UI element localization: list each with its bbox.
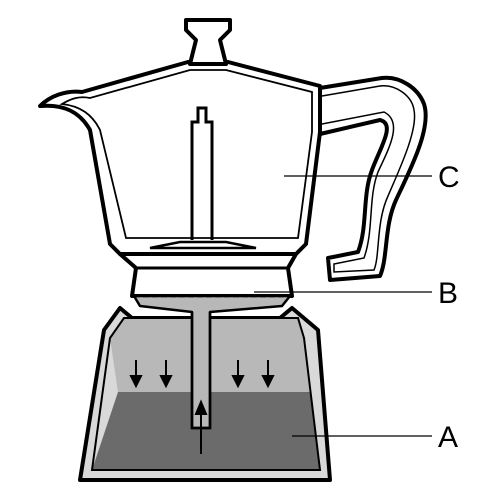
down-arrow-2 (159, 360, 173, 389)
flow-arrows (129, 360, 275, 454)
down-arrow-1 (129, 360, 143, 389)
handle-inner (321, 85, 416, 273)
jug-body (38, 60, 322, 256)
handle (318, 75, 428, 282)
callout-lines (254, 175, 432, 437)
label-a: A (438, 421, 458, 454)
down-arrow-4 (261, 360, 275, 389)
collar (118, 252, 298, 298)
column-base (149, 240, 257, 250)
central-column (190, 106, 214, 240)
upper-collection-chamber (38, 18, 428, 282)
base-inner-outline (90, 317, 322, 471)
label-b: B (438, 277, 458, 310)
up-arrow (194, 399, 208, 454)
down-arrow-3 (231, 360, 245, 389)
label-c: C (438, 161, 460, 194)
lid-knob (184, 18, 232, 66)
water-fill (92, 392, 320, 470)
